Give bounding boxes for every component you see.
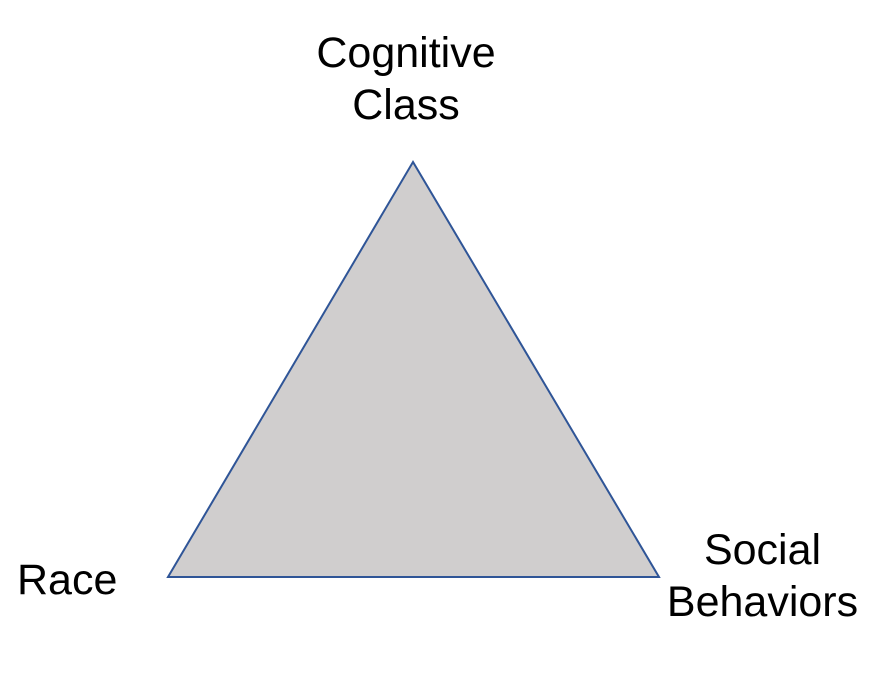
vertex-label-bottom-right: Social Behaviors bbox=[655, 524, 870, 628]
vertex-label-top: Cognitive Class bbox=[300, 27, 512, 131]
vertex-label-bottom-right-line-1: Social bbox=[703, 526, 822, 574]
triangle-shape bbox=[166, 160, 661, 578]
vertex-label-top-line-1: Cognitive bbox=[316, 29, 496, 77]
vertex-label-bottom-right-line-2: Behaviors bbox=[666, 578, 859, 626]
vertex-label-top-line-2: Class bbox=[352, 81, 460, 129]
vertex-label-bottom-left: Race bbox=[17, 554, 117, 606]
vertex-label-bottom-left-line-1: Race bbox=[17, 556, 118, 604]
